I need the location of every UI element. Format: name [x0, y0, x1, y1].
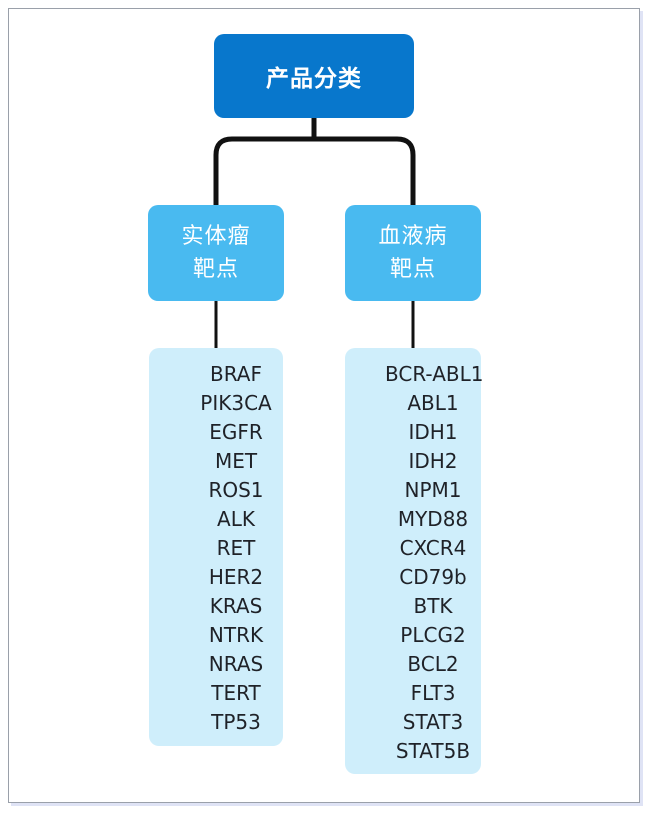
category-title-line1: 实体瘤: [181, 224, 251, 249]
target-item: BCL2: [407, 652, 459, 676]
target-item: STAT3: [402, 710, 464, 734]
target-item: KRAS: [209, 594, 263, 618]
target-item: BTK: [413, 594, 453, 618]
target-item: NRAS: [208, 652, 264, 676]
target-item: ABL1: [407, 391, 459, 415]
target-item: BRAF: [210, 362, 262, 386]
target-item: NPM1: [404, 478, 462, 502]
target-item: BCR-ABL1: [385, 362, 484, 386]
target-item: EGFR: [209, 420, 263, 444]
category-title-line1: 血液病: [378, 224, 448, 249]
target-item: NTRK: [208, 623, 264, 647]
root-node-product-category: 产品分类: [214, 34, 414, 118]
target-item: ROS1: [208, 478, 264, 502]
target-item: PLCG2: [400, 623, 466, 647]
category-title-line2: 靶点: [389, 257, 436, 282]
category-node-solid-tumor: 实体瘤 靶点: [148, 205, 284, 301]
target-item: PIK3CA: [200, 391, 272, 415]
target-item: ALK: [217, 507, 255, 531]
target-item: MYD88: [397, 507, 469, 531]
category-node-hematologic: 血液病 靶点: [345, 205, 481, 301]
target-item: TERT: [211, 681, 261, 705]
target-item: TP53: [211, 710, 261, 734]
target-item: STAT5B: [395, 739, 471, 763]
target-item: IDH1: [408, 420, 458, 444]
target-item: CD79b: [399, 565, 467, 589]
category-title-line2: 靶点: [192, 257, 239, 282]
target-item: CXCR4: [399, 536, 467, 560]
target-item: RET: [216, 536, 256, 560]
root-node-label: 产品分类: [266, 66, 362, 92]
target-item: FLT3: [410, 681, 456, 705]
target-item: MET: [214, 449, 258, 473]
target-item: HER2: [208, 565, 264, 589]
connector-root-to-categories: [213, 118, 416, 205]
target-list-solid-tumor: BRAF PIK3CA EGFR MET ROS1 ALK RET HER2 K…: [149, 348, 283, 746]
target-list-hematologic: BCR-ABL1 ABL1 IDH1 IDH2 NPM1 MYD88 CXCR4…: [345, 348, 484, 774]
target-item: IDH2: [408, 449, 458, 473]
